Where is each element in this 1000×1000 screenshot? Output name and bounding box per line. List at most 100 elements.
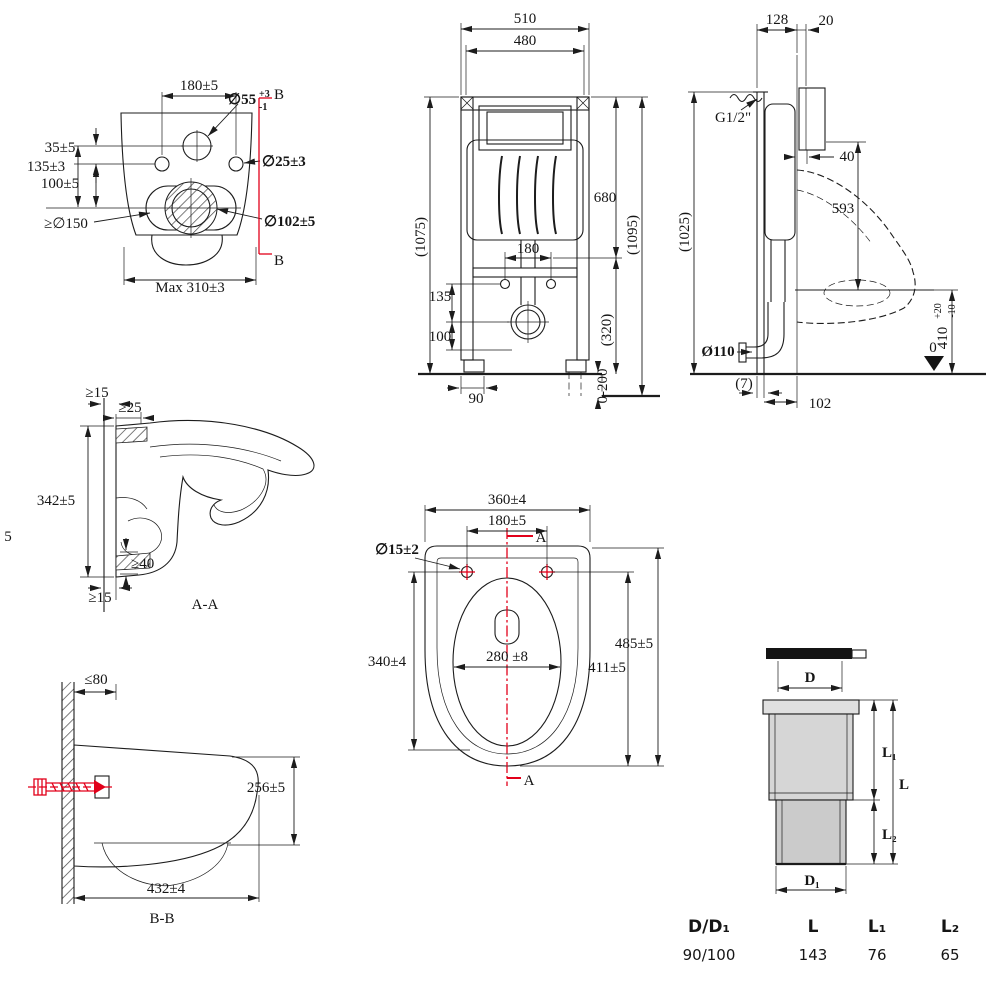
wall-hatch (62, 682, 74, 904)
table-value-l1: 76 (867, 946, 886, 964)
bolt-hole-right (545, 278, 557, 290)
max310-label: Max 310±3 (155, 280, 224, 296)
dim-15-top-label: ≥15 (85, 385, 108, 401)
dim-1025-label: (1025) (677, 212, 693, 252)
dim-20-label: 20 (819, 13, 834, 29)
dim-340-label: 340±4 (368, 654, 407, 670)
cistern-side (764, 103, 796, 241)
dia25-label: ∅25±3 (262, 154, 306, 170)
dia102-label: ∅102±5 (264, 214, 315, 230)
fixing-hole-right (228, 156, 244, 172)
frame-side-view: 128 20 G1/2" 40 593 (1025) Ø110 410 +20 … (677, 12, 986, 412)
edge-fragment: 5 (4, 529, 12, 545)
section-a-a-view: ≥15 ≥25 342±5 ≥40 ≥15 A-A 5 (4, 385, 315, 613)
section-a-top-label: A (536, 530, 547, 546)
dim-d-label: D (805, 670, 816, 686)
foot-range-label: 0-200 (595, 369, 611, 404)
table-header-l: L (808, 917, 819, 937)
dim-135-label: 135 (429, 289, 452, 305)
dim-480-label: 480 (514, 33, 537, 49)
section-a-bottom-label: A (524, 773, 535, 789)
table-header-l2: L₂ (941, 917, 959, 937)
bolt-hole-left (499, 278, 511, 290)
foot-left (463, 359, 485, 373)
drain-elbow (746, 333, 785, 359)
pan-section-outline (115, 419, 315, 578)
dim-360-label: 360±4 (488, 492, 527, 508)
section-b-top-label: B (274, 87, 284, 103)
dim-15-bottom-label: ≥15 (88, 590, 111, 606)
gasket (766, 648, 852, 659)
dim-320-label: (320) (599, 314, 615, 347)
dim-180-label: 180 (517, 241, 540, 257)
pipe-lower-body (775, 799, 847, 865)
datum-triangle (924, 356, 944, 371)
dim-410-label: 410 (935, 327, 951, 350)
dim-342-label: 342±5 (37, 493, 75, 509)
dim-1075-label: (1075) (413, 217, 429, 257)
dim-128-label: 128 (766, 12, 789, 28)
dim-510-label: 510 (514, 11, 537, 27)
dim-180-label: 180±5 (180, 78, 218, 94)
dim-485-label: 485±5 (615, 636, 653, 652)
table-header-l1: L₁ (868, 917, 886, 937)
pan-side-outline (73, 744, 259, 868)
fixing-hole-left (154, 156, 170, 172)
dim-1095-label: (1095) (625, 215, 641, 255)
dim-35-label: 35±5 (45, 140, 76, 156)
fixing-block-top (115, 426, 148, 444)
pipe-upper-body (768, 713, 854, 801)
dim-102-label: 102 (809, 396, 832, 412)
dia15-label: ∅15±2 (375, 542, 419, 558)
table-value-l: 143 (799, 946, 828, 964)
flush-plate (478, 105, 572, 151)
dim-680-label: 680 (594, 190, 617, 206)
dim-180-label: 180±5 (488, 513, 526, 529)
table-value-dd1: 90/100 (683, 946, 736, 964)
dim-7-label: (7) (735, 376, 753, 392)
foot-right (565, 359, 587, 373)
section-b-b-view: ≤80 256±5 432±4 B-B (28, 672, 300, 927)
water-conn-label: G1/2" (715, 110, 751, 126)
cross-bar (472, 267, 578, 278)
dia110-label: Ø110 (701, 344, 734, 360)
dim-280-label: 280 ±8 (486, 649, 528, 665)
dia55-tol-sub: -1 (259, 102, 267, 113)
dim-410-tol-sup: +20 (933, 303, 944, 319)
section-b-bottom-label: B (274, 253, 284, 269)
section-aa-title: A-A (192, 597, 219, 613)
dia55-label: ∅55 (228, 92, 256, 108)
fixing-screw (28, 778, 112, 796)
dim-411-label: 411±5 (588, 660, 626, 676)
flush-housing (798, 87, 826, 151)
section-bb-title: B-B (149, 911, 174, 927)
dim-80-label: ≤80 (84, 672, 107, 688)
table-value-l2: 65 (940, 946, 959, 964)
fixing-block-bottom (115, 552, 151, 571)
dim-135-label: 135±3 (27, 159, 65, 175)
frame-front-view: 510 480 (1075) 680 (320) (1095) 180 135 … (413, 11, 660, 409)
toilet-bowl-dashed (796, 169, 916, 324)
pipe-collar (762, 699, 860, 715)
cistern (466, 139, 584, 241)
drain-pipe-view: D D₁ L₁ L₂ L (762, 648, 909, 894)
dim-40-label: 40 (840, 149, 855, 165)
dim-25-label: ≥25 (118, 400, 141, 416)
dim-l-label: L (899, 777, 909, 793)
pan-top-view: 360±4 180±5 ∅15±2 A A 340±4 280 ±8 485±5… (368, 492, 664, 789)
dia150-label: ≥∅150 (44, 216, 88, 232)
dim-l2-label: L₂ (882, 827, 897, 843)
pipe-dimensions-table: D/D₁ L L₁ L₂ 90/100 143 76 65 (683, 917, 960, 964)
dia55-tol-sup: +3 (259, 89, 270, 100)
dim-40-label: ≥40 (131, 556, 154, 572)
dim-100-label: 100±5 (41, 176, 79, 192)
datum-zero-label: 0 (929, 340, 937, 356)
dim-432-label: 432±4 (147, 881, 186, 897)
frame-top-bar (460, 96, 590, 111)
dim-90-label: 90 (469, 391, 484, 407)
table-header-dd1: D/D₁ (688, 917, 730, 937)
dim-l1-label: L₁ (882, 745, 897, 761)
dim-410-tol-sub: -10 (947, 304, 958, 317)
